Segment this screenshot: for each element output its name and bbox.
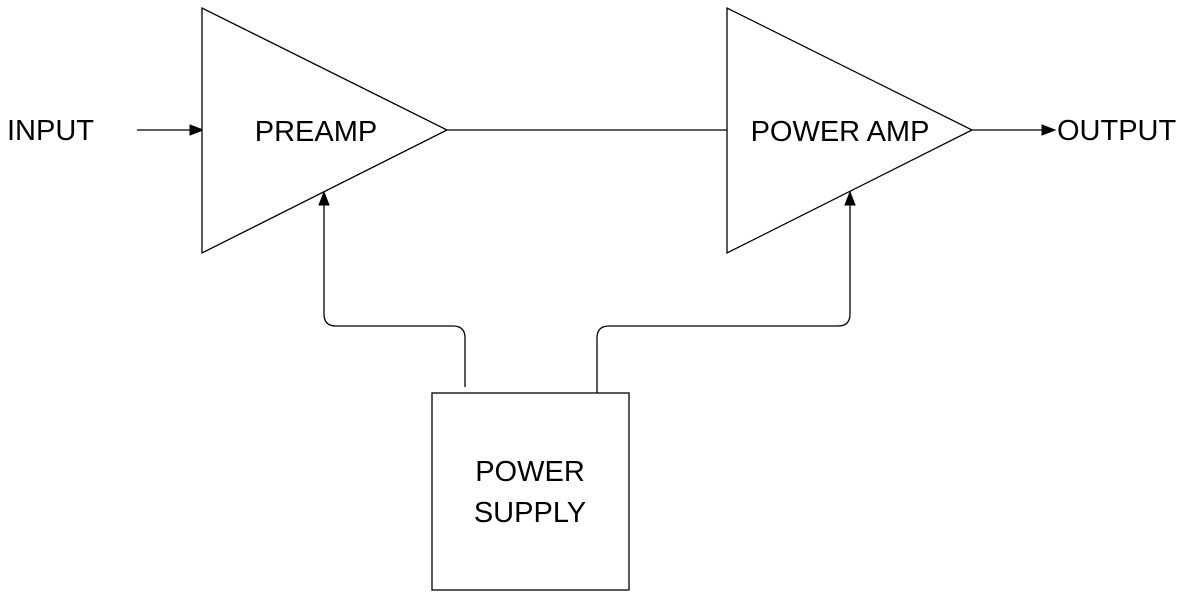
preamp-label: PREAMP: [255, 116, 377, 148]
power-supply-label-line2: SUPPLY: [474, 497, 586, 529]
power-supply-box: [431, 392, 630, 591]
power-amp-label: POWER AMP: [751, 116, 930, 148]
power-supply-label-line1: POWER: [475, 456, 585, 488]
input-arrowhead: [189, 124, 205, 136]
preamp-triangle: [201, 6, 449, 255]
supply-to-power-amp-line: [596, 203, 851, 393]
output-label: OUTPUT: [1057, 115, 1177, 147]
supply-to-preamp-line: [323, 203, 466, 387]
input-label: INPUT: [7, 115, 94, 147]
power-amp-triangle: [726, 6, 974, 255]
preamp-supply-arrowhead: [318, 190, 330, 206]
power-amp-supply-arrowhead: [844, 190, 856, 206]
output-arrowhead: [1041, 124, 1057, 136]
